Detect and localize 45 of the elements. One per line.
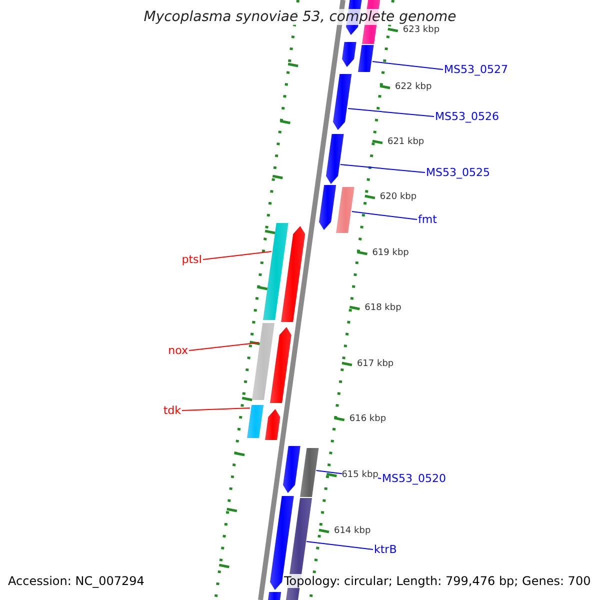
gene-block [319, 185, 337, 230]
gene-block [270, 327, 291, 403]
scale-label: 622 kbp [395, 82, 432, 92]
leader-line [340, 164, 426, 173]
accession-text: Accession: NC_007294 [8, 574, 144, 588]
gene-block [246, 405, 264, 438]
leader-line [372, 61, 444, 70]
gene-label: fmt [418, 213, 437, 226]
scale-label: 614 kbp [334, 526, 371, 536]
gene-label: MS53_0520 [382, 472, 446, 485]
gene-block [342, 42, 356, 67]
gene-block [326, 134, 344, 184]
gene-label: MS53_0527 [444, 63, 508, 76]
scale-label: 617 kbp [356, 359, 394, 369]
gene-block [300, 448, 318, 497]
title: Mycoplasma synoviae 53, complete genome [142, 9, 458, 25]
gene-block [263, 223, 288, 320]
leader-line [348, 108, 434, 117]
gene-block [336, 187, 354, 233]
scale-label: 619 kbp [372, 248, 409, 258]
scale-label: 618 kbp [364, 303, 402, 313]
gene-label: ktrB [374, 543, 397, 556]
scale-label: 621 kbp [387, 137, 424, 147]
gene-label: nox [168, 344, 188, 357]
leader-line [202, 251, 272, 260]
gene-block [283, 446, 301, 493]
leader-line [182, 408, 250, 411]
scale-label: 616 kbp [349, 414, 386, 424]
gene-label: ptsI [182, 253, 202, 266]
gene-block [252, 323, 275, 400]
leader-line [306, 541, 374, 550]
gene-block [268, 592, 281, 600]
scale-label: 623 kbp [402, 25, 440, 35]
gene-label: MS53_0526 [435, 110, 499, 123]
leader-line [351, 211, 418, 220]
gene-block [264, 409, 280, 440]
genome-info-text: Topology: circular; Length: 799,476 bp; Genes: 700 [284, 574, 591, 588]
scale-label: 615 kbp [342, 470, 378, 480]
scale-label: 620 kbp [380, 192, 417, 202]
gene-label: tdk [163, 404, 181, 417]
gene-block [358, 45, 374, 72]
gene-label: MS53_0525 [426, 166, 490, 179]
gene-block [333, 74, 352, 130]
leader-line [188, 342, 260, 351]
gene-block [280, 226, 305, 322]
